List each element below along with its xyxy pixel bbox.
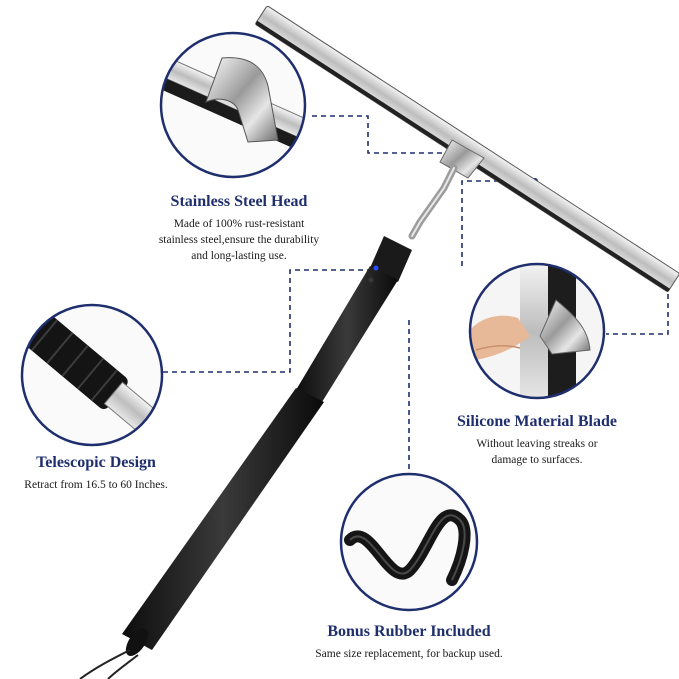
detail-circle-grip bbox=[20, 303, 164, 447]
feature-title: Silicone Material Blade bbox=[457, 413, 617, 430]
feature-telescopic-design: Telescopic Design Retract from 16.5 to 6… bbox=[0, 453, 192, 493]
feature-bonus-rubber: Bonus Rubber Included Same size replacem… bbox=[289, 622, 529, 662]
detail-circle-blade bbox=[468, 262, 606, 400]
feature-title: Bonus Rubber Included bbox=[327, 623, 491, 640]
feature-title: Telescopic Design bbox=[36, 454, 156, 471]
feature-description: Without leaving streaks or damage to sur… bbox=[476, 438, 598, 466]
feature-description: Same size replacement, for backup used. bbox=[315, 648, 503, 660]
detail-circle-rubber bbox=[339, 472, 479, 612]
feature-title: Stainless Steel Head bbox=[170, 193, 308, 210]
squeegee-neck bbox=[408, 139, 485, 240]
feature-description: Retract from 16.5 to 60 Inches. bbox=[24, 479, 168, 491]
connector-lines bbox=[163, 115, 669, 474]
feature-description: Made of 100% rust-resistant stainless st… bbox=[158, 218, 320, 262]
feature-stainless-steel-head: Stainless Steel Head Made of 100% rust-r… bbox=[134, 192, 344, 264]
detail-circle-head bbox=[159, 31, 307, 179]
telescopic-handle bbox=[79, 236, 412, 679]
feature-silicone-blade: Silicone Material Blade Without leaving … bbox=[432, 412, 642, 468]
